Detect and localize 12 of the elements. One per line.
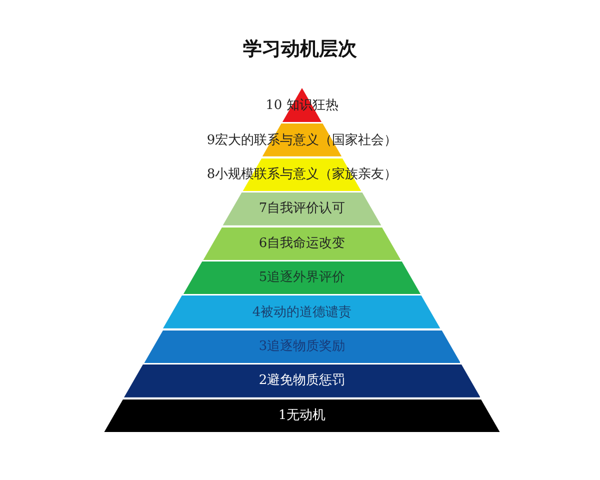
pyramid-level: [163, 294, 441, 329]
pyramid-level: [104, 398, 500, 432]
pyramid-level: [124, 363, 480, 398]
level-label: 2避免物质惩罚: [258, 372, 346, 390]
pyramid-level: [144, 328, 460, 364]
level-label: 5追逐外界评价: [258, 269, 346, 286]
level-label: 1无动机: [277, 406, 327, 424]
diagram-title: 学习动机层次: [242, 37, 358, 62]
level-label: 7自我评价认可: [258, 200, 346, 218]
level-label: 4被动的道德谴责: [251, 304, 353, 321]
level-label: 6自我命运改变: [258, 234, 346, 252]
level-label: 3追逐物质奖励: [258, 338, 346, 355]
